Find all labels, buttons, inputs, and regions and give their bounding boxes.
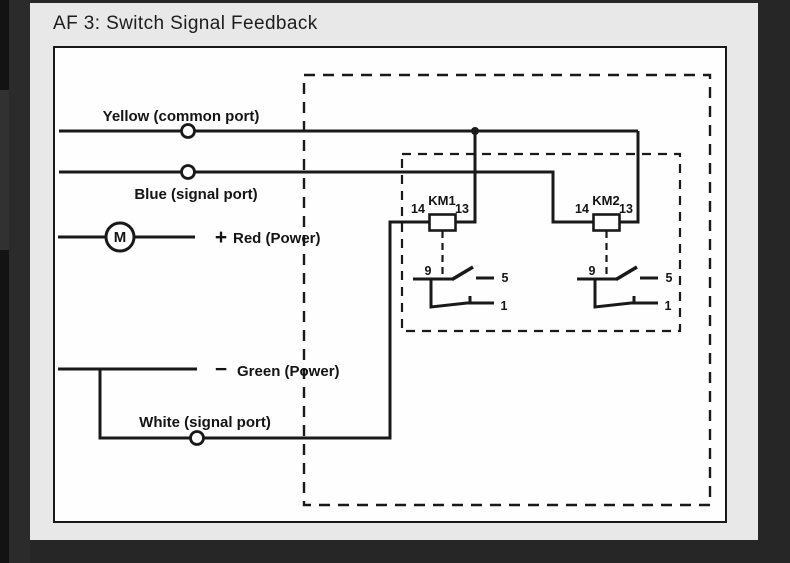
km1-terminal-14: 14 (411, 202, 425, 216)
blue-connector-icon (180, 164, 196, 180)
white-port-label: White (signal port) (139, 414, 271, 431)
km1-terminal-13: 13 (455, 202, 469, 216)
km2-terminal-13: 13 (619, 202, 633, 216)
km2-terminal-14: 14 (575, 202, 589, 216)
left-scrollbar-thumb[interactable] (0, 90, 9, 250)
wiring-diagram: M Yellow (common port) Blue (signal port… (58, 73, 712, 507)
blue-port-label: Blue (signal port) (134, 186, 257, 203)
left-gutter (9, 0, 30, 563)
km1-name: KM1 (428, 193, 455, 208)
green-polarity-icon: − (215, 358, 227, 381)
yellow-connector-icon (180, 123, 196, 139)
km2-coil (592, 213, 621, 232)
green-port-label: Green (Power) (237, 363, 340, 380)
km2-switch-lever (615, 265, 638, 282)
diagram-canvas: M Yellow (common port) Blue (signal port… (53, 46, 727, 523)
km2-contact-5: 5 (666, 271, 673, 285)
km1-coil (428, 213, 457, 232)
page-title: AF 3: Switch Signal Feedback (53, 13, 318, 34)
km1-contact-1: 1 (501, 299, 508, 313)
device-boundary-box (302, 73, 712, 507)
km1-contact-9: 9 (425, 264, 432, 278)
km1-contact-5: 5 (502, 271, 509, 285)
relay-km2: KM2 14 13 9 5 1 (575, 193, 672, 313)
red-port-label: Red (Power) (233, 230, 321, 247)
km1-nc-contact-line (429, 279, 494, 309)
km1-switch-lever (451, 265, 474, 282)
km2-contact-1: 1 (665, 299, 672, 313)
km2-name: KM2 (592, 193, 619, 208)
motor-symbol (104, 221, 136, 253)
yellow-common-wire (59, 129, 640, 224)
white-connector-icon (189, 430, 205, 446)
km2-nc-contact-line (593, 279, 658, 309)
wire-junction-dot (471, 127, 479, 135)
relay-km1: KM1 14 13 9 5 1 (411, 193, 508, 313)
motor-label: M (114, 229, 127, 246)
left-scrollbar-track[interactable] (0, 0, 9, 563)
relay-module-box (400, 152, 682, 333)
yellow-port-label: Yellow (common port) (103, 108, 260, 125)
blue-signal-wire (59, 170, 594, 224)
white-signal-wire (98, 220, 429, 440)
red-polarity-icon: + (215, 226, 227, 249)
km2-contact-9: 9 (589, 264, 596, 278)
